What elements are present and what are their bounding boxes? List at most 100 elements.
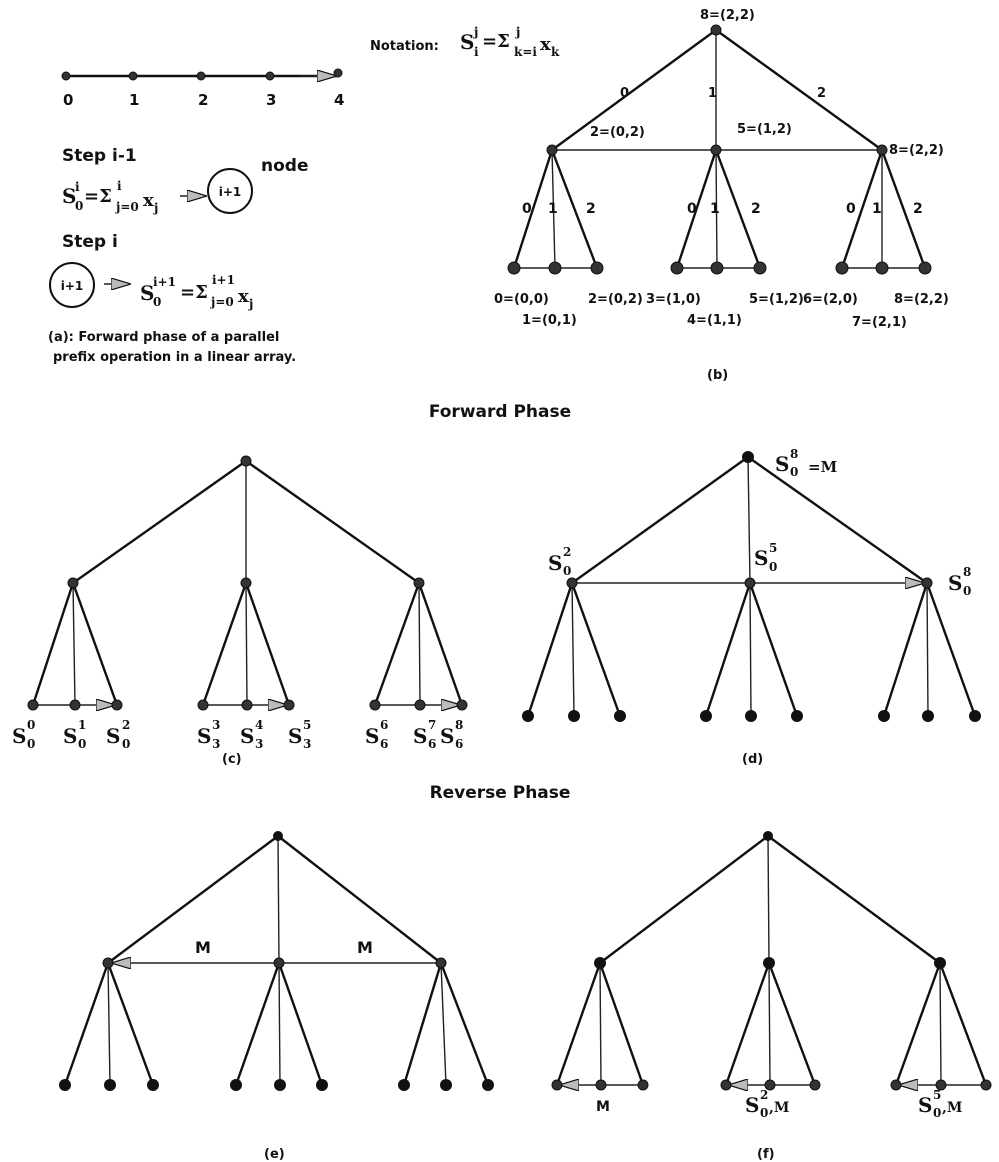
panel-c: S 0 0 S 1 0 S 2 0 S 3 3 S 4 3 S 5 3 — [12, 455, 468, 767]
svg-text:1: 1 — [78, 718, 86, 732]
leaf-node — [440, 1079, 452, 1091]
root-math-label: S 8 0 =M — [775, 447, 837, 479]
leaf-node — [700, 710, 712, 722]
svg-text:S: S — [460, 30, 474, 54]
svg-text:S: S — [365, 724, 379, 748]
svg-text:6: 6 — [380, 737, 388, 751]
step-prev-title: Step i-1 — [62, 146, 137, 166]
svg-text:8: 8 — [963, 565, 971, 579]
leaf-label: 5=(1,2) — [749, 292, 804, 307]
leaf-label: 7=(2,1) — [852, 315, 907, 330]
edge-label: 1 — [872, 201, 882, 217]
leaf-label: 2=(0,2) — [588, 292, 643, 307]
svg-text:S: S — [918, 1093, 932, 1117]
array-node — [265, 71, 275, 81]
step-cur-title: Step i — [62, 232, 118, 252]
leaf-node — [753, 261, 767, 275]
svg-text:5: 5 — [303, 718, 311, 732]
svg-text:S: S — [63, 724, 77, 748]
panel-e: M M (e) — [59, 831, 494, 1162]
leaf-math-label: S 5 0 ,M — [918, 1088, 962, 1120]
leaf-node — [241, 699, 253, 711]
svg-text:x: x — [143, 190, 154, 211]
leaf-node — [764, 1079, 776, 1091]
panel-b: Notation: S j i =Σ j k=i x k 8=(2,2) 0 1… — [370, 8, 949, 383]
svg-text:i: i — [117, 179, 122, 193]
leaf-node — [969, 710, 981, 722]
svg-text:2: 2 — [122, 718, 130, 732]
leaf-label: 6=(2,0) — [803, 292, 858, 307]
leaf-node — [274, 1079, 286, 1091]
svg-text:3: 3 — [212, 737, 220, 751]
arrow-label: M — [195, 938, 211, 957]
mid-math-label: S 5 0 — [754, 541, 777, 574]
leaf-node — [111, 699, 123, 711]
leaf-node — [875, 261, 889, 275]
edge-label: 2 — [817, 86, 826, 101]
svg-text:0: 0 — [27, 718, 35, 732]
leaf-node — [637, 1079, 649, 1091]
edge-label: 2 — [913, 201, 923, 217]
tree-node — [710, 144, 722, 156]
step-prev-formula: S i 0 =Σ i j=0 x j — [62, 179, 158, 215]
svg-text:0: 0 — [933, 1106, 941, 1120]
mid-math-label: S 2 0 — [548, 545, 571, 578]
svg-text:0: 0 — [122, 737, 130, 751]
leaf-label: 1=(0,1) — [522, 313, 577, 328]
svg-text:=M: =M — [808, 458, 837, 476]
tree-node — [67, 577, 79, 589]
leaf-math-label: S 4 3 — [240, 718, 263, 751]
svg-text:j: j — [153, 201, 158, 215]
svg-text:4: 4 — [255, 718, 263, 732]
svg-text:S: S — [775, 452, 789, 476]
leaf-node — [522, 710, 534, 722]
tree-node — [876, 144, 888, 156]
svg-text:j: j — [515, 25, 520, 39]
svg-text:j=0: j=0 — [115, 200, 139, 214]
tree-node — [742, 451, 754, 463]
mid-math-label: S 8 0 — [948, 565, 971, 598]
forward-phase-title: Forward Phase — [429, 402, 571, 422]
leaf-node — [482, 1079, 494, 1091]
leaf-math-label: S 8 6 — [440, 718, 463, 751]
tree-node — [934, 957, 946, 969]
tree-node — [744, 577, 756, 589]
array-node — [333, 68, 343, 78]
leaf-math-label: S 5 3 — [288, 718, 311, 751]
svg-text:=Σ: =Σ — [482, 31, 510, 52]
tree-node — [763, 831, 773, 841]
svg-text:j=0: j=0 — [210, 295, 234, 309]
leaf-node — [104, 1079, 116, 1091]
svg-text:5: 5 — [933, 1088, 941, 1102]
tree-node — [102, 957, 114, 969]
svg-text:8: 8 — [790, 447, 798, 461]
leaf-label: 8=(2,2) — [894, 292, 949, 307]
leaf-node — [147, 1079, 159, 1091]
tree-node — [273, 957, 285, 969]
array-node — [196, 71, 206, 81]
panel-f: M S 2 0 ,M S 5 0 ,M (f) — [551, 831, 992, 1162]
tree-node — [435, 957, 447, 969]
svg-text:i+1: i+1 — [212, 273, 235, 287]
leaf-node — [878, 710, 890, 722]
caption-a-line2: prefix operation in a linear array. — [53, 350, 296, 365]
svg-text:S: S — [140, 281, 154, 305]
svg-text:S: S — [745, 1093, 759, 1117]
svg-text:S: S — [548, 551, 562, 575]
leaf-label: 0=(0,0) — [494, 292, 549, 307]
tree-node — [273, 831, 283, 841]
tree-edge — [715, 29, 883, 151]
leaf-node — [398, 1079, 410, 1091]
svg-text:S: S — [948, 571, 962, 595]
mid-label: 8=(2,2) — [889, 143, 944, 158]
leaf-node — [507, 261, 521, 275]
leaf-math-label: S 3 3 — [197, 718, 220, 751]
svg-text:i+1: i+1 — [153, 275, 176, 289]
tree-node — [763, 957, 775, 969]
svg-text:6: 6 — [428, 737, 436, 751]
svg-text:0: 0 — [963, 584, 971, 598]
leaf-node — [710, 261, 724, 275]
leaf-label: 3=(1,0) — [646, 292, 701, 307]
leaf-node — [595, 1079, 607, 1091]
